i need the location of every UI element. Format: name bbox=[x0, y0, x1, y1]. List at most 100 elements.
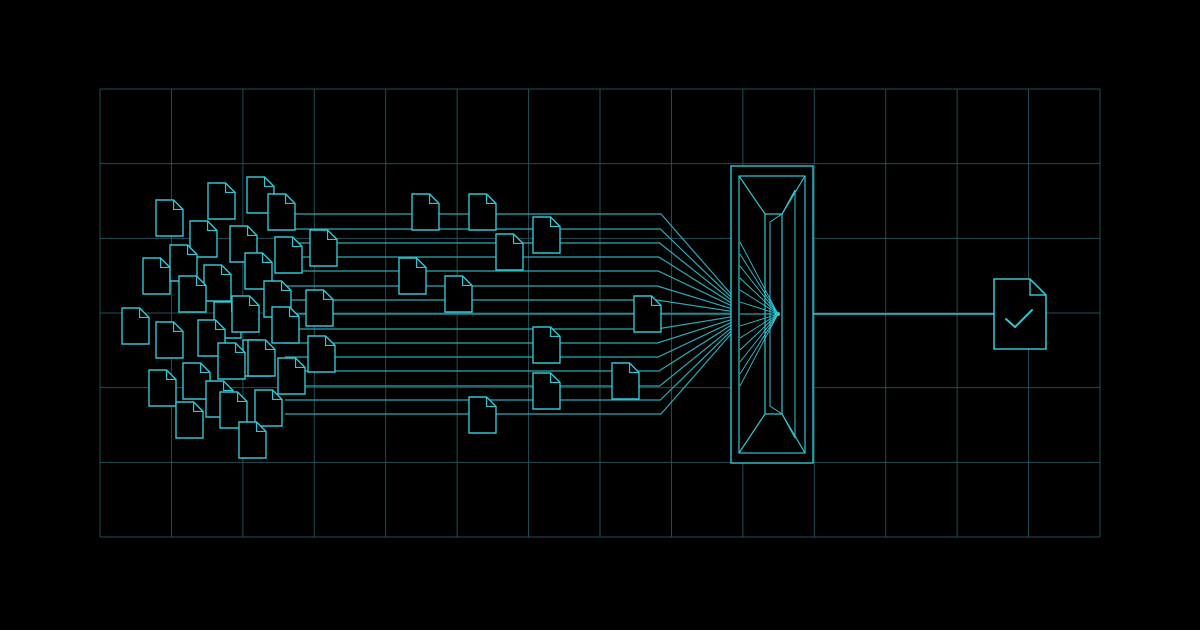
filter-ray bbox=[739, 241, 779, 315]
document-outline bbox=[142, 257, 171, 295]
document-icon bbox=[267, 193, 296, 231]
document-icon bbox=[155, 321, 184, 359]
document-fold bbox=[159, 258, 170, 269]
document-fold bbox=[172, 322, 183, 333]
document-outline bbox=[532, 326, 561, 364]
document-icon bbox=[398, 257, 427, 295]
document-outline bbox=[277, 357, 306, 395]
document-icon bbox=[238, 421, 267, 459]
document-fold bbox=[291, 237, 302, 248]
document-outline bbox=[254, 389, 283, 427]
document-icon bbox=[142, 257, 171, 295]
filter-ray bbox=[739, 301, 779, 315]
document-fold bbox=[222, 381, 233, 392]
result-document-fold bbox=[1029, 279, 1046, 296]
document-outline bbox=[247, 339, 276, 377]
document-outline bbox=[217, 342, 246, 380]
document-fold bbox=[549, 327, 560, 338]
filter-ray bbox=[739, 289, 779, 315]
document-icon bbox=[271, 306, 300, 344]
filter-ray bbox=[739, 253, 779, 315]
document-icon bbox=[468, 193, 497, 231]
document-fold bbox=[186, 245, 197, 256]
document-fold bbox=[234, 343, 245, 354]
document-outline bbox=[468, 193, 497, 231]
connector-lines bbox=[285, 213, 779, 415]
document-outline bbox=[238, 421, 267, 459]
document-fold bbox=[294, 358, 305, 369]
document-icon bbox=[532, 216, 561, 254]
document-icon bbox=[277, 357, 306, 395]
document-outline bbox=[155, 199, 184, 237]
document-icon bbox=[468, 396, 497, 434]
document-fold bbox=[628, 363, 639, 374]
document-fold bbox=[415, 258, 426, 269]
document-fold bbox=[172, 200, 183, 211]
document-fold bbox=[650, 296, 661, 307]
document-outline bbox=[155, 321, 184, 359]
document-fold bbox=[248, 296, 259, 307]
document-fold bbox=[549, 373, 560, 384]
document-outline bbox=[309, 229, 338, 267]
document-outline bbox=[121, 307, 150, 345]
document-fold bbox=[224, 183, 235, 194]
document-outline bbox=[411, 193, 440, 231]
document-fold bbox=[192, 402, 203, 413]
connector-line bbox=[285, 313, 779, 387]
document-outline bbox=[203, 264, 232, 302]
document-fold bbox=[165, 370, 176, 381]
document-fold bbox=[284, 194, 295, 205]
document-outline bbox=[305, 289, 334, 327]
document-outline bbox=[468, 396, 497, 434]
document-fold bbox=[512, 234, 523, 245]
document-fold bbox=[280, 281, 291, 292]
funnel-filter-icon bbox=[730, 165, 814, 464]
filter-ray bbox=[739, 313, 779, 387]
filter-ray bbox=[739, 313, 779, 327]
document-outline bbox=[532, 372, 561, 410]
document-icons bbox=[121, 176, 662, 459]
document-fold bbox=[461, 276, 472, 287]
filter-ray bbox=[739, 313, 779, 363]
document-icon bbox=[254, 389, 283, 427]
document-icon bbox=[121, 307, 150, 345]
filter-focus-point bbox=[776, 312, 780, 316]
document-icon bbox=[247, 339, 276, 377]
document-fold bbox=[428, 194, 439, 205]
document-icon bbox=[178, 275, 207, 313]
document-outline bbox=[444, 275, 473, 313]
document-icon bbox=[148, 369, 177, 407]
check-icon bbox=[1005, 309, 1033, 328]
result-document-outline bbox=[993, 278, 1047, 350]
document-outline bbox=[175, 401, 204, 439]
document-outline bbox=[271, 306, 300, 344]
filter-ray bbox=[739, 313, 779, 375]
filter-frame-inner bbox=[738, 175, 806, 454]
filter-ray bbox=[739, 277, 779, 315]
document-icon bbox=[155, 199, 184, 237]
document-fold bbox=[199, 363, 210, 374]
document-fold bbox=[288, 307, 299, 318]
document-icon bbox=[219, 391, 248, 429]
document-icon bbox=[633, 295, 662, 333]
connector-line bbox=[285, 313, 779, 330]
document-fold bbox=[485, 194, 496, 205]
document-icon bbox=[175, 401, 204, 439]
document-icon bbox=[244, 252, 273, 290]
document-icon bbox=[309, 229, 338, 267]
document-icon bbox=[532, 326, 561, 364]
document-icon bbox=[411, 193, 440, 231]
document-outline bbox=[231, 295, 260, 333]
document-fold bbox=[324, 336, 335, 347]
document-icon bbox=[444, 275, 473, 313]
document-fold bbox=[322, 290, 333, 301]
filter-ray bbox=[739, 313, 779, 351]
document-outline bbox=[398, 257, 427, 295]
document-fold bbox=[261, 253, 272, 264]
document-fold bbox=[214, 320, 225, 331]
document-fold bbox=[263, 177, 274, 188]
document-outline bbox=[267, 193, 296, 231]
document-fold bbox=[195, 276, 206, 287]
